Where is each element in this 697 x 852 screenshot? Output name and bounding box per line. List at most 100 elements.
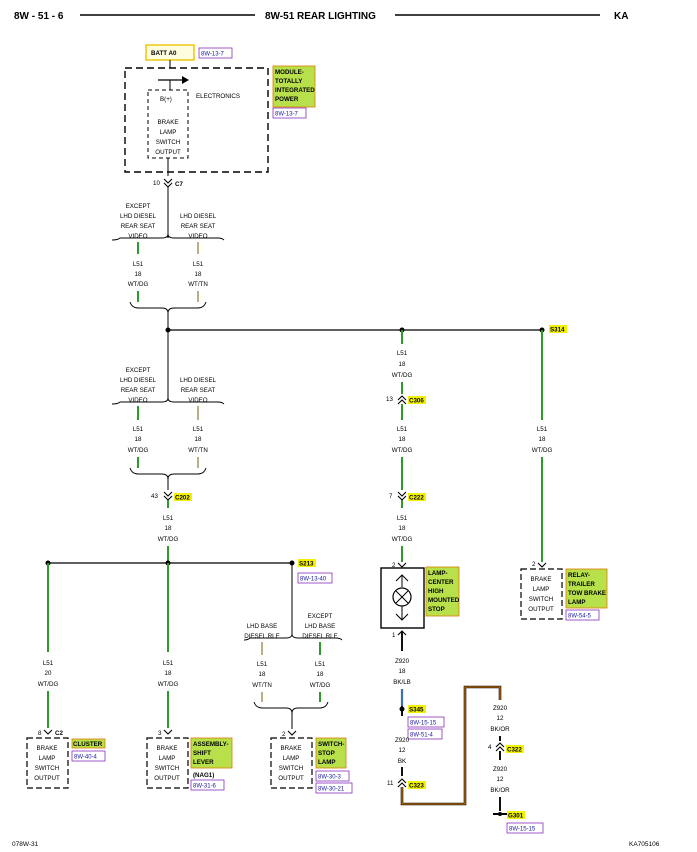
svg-text:Z920: Z920 <box>493 766 508 773</box>
svg-text:L51: L51 <box>537 426 548 433</box>
svg-text:WT/DG: WT/DG <box>392 372 413 379</box>
svg-text:SWITCH: SWITCH <box>155 765 179 772</box>
svg-text:Z920: Z920 <box>395 658 410 665</box>
tipm-ref[interactable]: 8W-13-7 <box>275 112 299 118</box>
svg-text:OUTPUT: OUTPUT <box>154 775 180 782</box>
svg-text:2: 2 <box>282 731 286 738</box>
svg-text:EXCEPT: EXCEPT <box>126 203 151 210</box>
svg-text:BK/OR: BK/OR <box>490 787 510 794</box>
svg-text:Z920: Z920 <box>395 737 410 744</box>
svg-text:18: 18 <box>135 271 142 278</box>
svg-text:C2: C2 <box>55 730 63 737</box>
stopsw-ref-2[interactable]: 8W-30-21 <box>318 787 345 793</box>
shifter-ref[interactable]: 8W-31-6 <box>193 784 217 790</box>
connector-c323: C323 <box>409 783 424 790</box>
svg-text:L51: L51 <box>397 515 408 522</box>
svg-text:LHD BASE: LHD BASE <box>305 623 336 630</box>
svg-text:BRAKE: BRAKE <box>37 745 58 752</box>
s345-ref-1[interactable]: 8W-15-15 <box>410 721 437 727</box>
svg-text:BRAKE: BRAKE <box>531 576 552 583</box>
g301-ref[interactable]: 8W-15-15 <box>509 827 536 833</box>
svg-text:WT/TN: WT/TN <box>252 682 272 689</box>
svg-text:SWITCH-: SWITCH- <box>318 741 344 748</box>
batt-label: BATT A0 8W-13-7 <box>145 44 233 61</box>
splice-s314: S314 <box>550 327 565 334</box>
option-labels-1: EXCEPT LHD DIESEL REAR SEAT VIDEO LHD DI… <box>120 203 217 240</box>
s213-ref[interactable]: 8W-13-40 <box>300 577 327 583</box>
relay-ref[interactable]: 8W-54-5 <box>568 614 592 620</box>
svg-text:LHD DIESEL: LHD DIESEL <box>180 213 217 220</box>
svg-text:18: 18 <box>195 271 202 278</box>
connector-c202: C202 <box>175 495 190 502</box>
svg-text:2: 2 <box>532 561 536 568</box>
svg-text:SWITCH: SWITCH <box>35 765 59 772</box>
option-labels-2: EXCEPT LHD DIESEL REAR SEAT VIDEO LHD DI… <box>120 367 217 404</box>
svg-text:G301: G301 <box>508 813 524 820</box>
svg-text:Z920: Z920 <box>493 705 508 712</box>
svg-text:10: 10 <box>153 180 160 187</box>
svg-text:BK/OR: BK/OR <box>490 726 510 733</box>
shift-lever-assembly: BRAKE LAMP SWITCH OUTPUT ASSEMBLY- SHIFT… <box>146 737 233 791</box>
svg-text:LHD BASE: LHD BASE <box>247 623 278 630</box>
page-number: 8W - 51 - 6 <box>14 11 64 22</box>
svg-text:TOTALLY: TOTALLY <box>275 78 303 85</box>
svg-text:LAMP: LAMP <box>533 586 550 593</box>
s345-ref-2[interactable]: 8W-51-4 <box>410 733 434 739</box>
svg-text:WT/DG: WT/DG <box>38 681 59 688</box>
svg-text:LAMP: LAMP <box>39 755 56 762</box>
cluster-ref[interactable]: 8W-40-4 <box>74 755 98 761</box>
svg-text:LAMP: LAMP <box>159 755 176 762</box>
option-labels-3: LHD BASE DIESEL RLE EXCEPT LHD BASE DIES… <box>244 613 338 640</box>
svg-text:CENTER: CENTER <box>428 579 454 586</box>
svg-text:REAR SEAT: REAR SEAT <box>121 223 156 230</box>
svg-text:REAR SEAT: REAR SEAT <box>181 223 216 230</box>
svg-text:L51: L51 <box>257 661 268 668</box>
svg-text:18: 18 <box>399 436 406 443</box>
model-code: KA <box>614 11 628 22</box>
svg-text:12: 12 <box>399 747 406 754</box>
svg-text:SWITCH: SWITCH <box>529 596 553 603</box>
svg-text:LEVER: LEVER <box>193 759 214 766</box>
svg-text:18: 18 <box>195 436 202 443</box>
svg-text:BK: BK <box>398 758 407 765</box>
svg-text:INTEGRATED: INTEGRATED <box>275 87 315 94</box>
svg-text:18: 18 <box>317 671 324 678</box>
svg-text:OUTPUT: OUTPUT <box>278 775 304 782</box>
svg-text:WT/DG: WT/DG <box>310 682 331 689</box>
svg-text:STOP: STOP <box>318 750 335 757</box>
svg-text:ASSEMBLY-: ASSEMBLY- <box>193 741 229 748</box>
svg-text:STOP: STOP <box>428 606 445 613</box>
svg-text:ELECTRONICS: ELECTRONICS <box>196 93 240 100</box>
svg-text:LAMP-: LAMP- <box>428 570 448 577</box>
svg-text:SWITCH: SWITCH <box>156 139 180 146</box>
svg-text:TOW BRAKE: TOW BRAKE <box>568 590 606 597</box>
svg-text:LAMP: LAMP <box>568 599 586 606</box>
svg-text:2: 2 <box>392 562 396 569</box>
stopsw-ref-1[interactable]: 8W-30-3 <box>318 775 342 781</box>
stop-lamp-switch: BRAKE LAMP SWITCH OUTPUT SWITCH- STOP LA… <box>270 737 353 794</box>
svg-text:VIDEO: VIDEO <box>188 233 207 240</box>
svg-text:11: 11 <box>387 780 394 787</box>
svg-text:LHD DIESEL: LHD DIESEL <box>180 377 217 384</box>
svg-text:LAMP: LAMP <box>283 755 300 762</box>
svg-text:C7: C7 <box>175 181 183 188</box>
svg-text:7: 7 <box>389 493 393 500</box>
relay-trailer-tow-brake-lamp: BRAKE LAMP SWITCH OUTPUT RELAY- TRAILER … <box>520 568 608 621</box>
svg-text:1: 1 <box>392 632 396 639</box>
svg-text:SWITCH: SWITCH <box>279 765 303 772</box>
svg-text:OUTPUT: OUTPUT <box>528 606 554 613</box>
svg-text:REAR SEAT: REAR SEAT <box>181 387 216 394</box>
svg-text:VIDEO: VIDEO <box>128 233 147 240</box>
svg-text:L51: L51 <box>397 426 408 433</box>
svg-text:WT/DG: WT/DG <box>128 447 149 454</box>
svg-text:L51: L51 <box>163 660 174 667</box>
svg-text:CLUSTER: CLUSTER <box>73 741 103 748</box>
batt-ref[interactable]: 8W-13-7 <box>201 52 225 58</box>
svg-text:HIGH: HIGH <box>428 588 444 595</box>
connector-c222: C222 <box>409 495 424 502</box>
svg-text:RELAY-: RELAY- <box>568 572 590 579</box>
svg-text:EXCEPT: EXCEPT <box>308 613 333 620</box>
svg-text:(NAG1): (NAG1) <box>193 772 214 779</box>
svg-text:L51: L51 <box>315 661 326 668</box>
svg-text:BATT A0: BATT A0 <box>151 50 177 57</box>
